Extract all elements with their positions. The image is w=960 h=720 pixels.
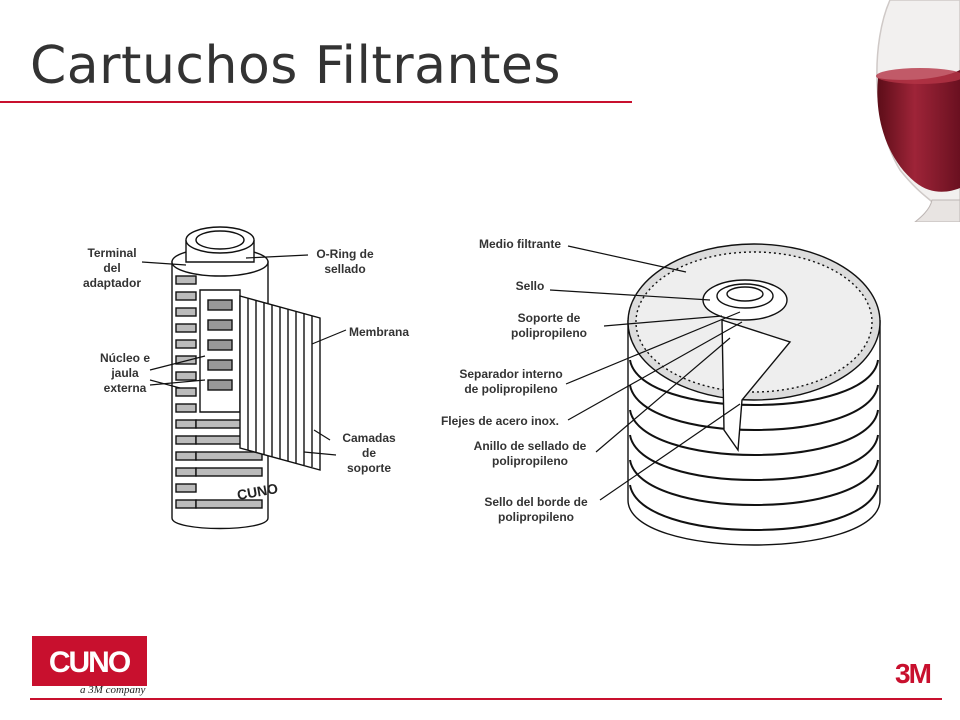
left-leader-lines bbox=[141, 254, 347, 456]
title-divider bbox=[0, 101, 632, 103]
label-nucleo-jaula: Núcleo e jaula externa bbox=[99, 351, 150, 395]
page-title: Cartuchos Filtrantes bbox=[30, 36, 561, 96]
label-flejes-acero: Flejes de acero inox. bbox=[440, 414, 560, 428]
label-soporte-polipropileno: Soporte de polipropileno bbox=[511, 311, 587, 340]
footer-divider bbox=[30, 698, 942, 700]
label-membrana: Membrana bbox=[348, 325, 410, 339]
label-anillo-sellado: Anillo de sellado de polipropileno bbox=[473, 439, 587, 468]
3m-logo: 3M bbox=[895, 658, 932, 689]
cuno-logo-text: CUNO bbox=[49, 646, 131, 679]
label-sello: Sello bbox=[515, 279, 545, 293]
label-separador-interno: Separador interno de polipropileno bbox=[459, 367, 563, 396]
lenticular-disc-illustration bbox=[627, 243, 881, 546]
pleated-cartridge-illustration bbox=[171, 226, 321, 530]
label-oring-sellado: O-Ring de sellado bbox=[316, 247, 374, 276]
right-leader-lines bbox=[549, 245, 743, 501]
label-sello-borde: Sello del borde de polipropileno bbox=[484, 495, 588, 524]
cartridge-mark: CUNO bbox=[236, 480, 279, 503]
label-terminal-adaptador: Terminal del adaptador bbox=[82, 246, 141, 290]
label-medio-filtrante: Medio filtrante bbox=[478, 237, 561, 251]
label-camadas-soporte: Camadas de soporte bbox=[342, 431, 396, 475]
wine-glass-icon bbox=[876, 0, 960, 222]
cuno-logo: CUNO bbox=[32, 636, 147, 686]
cuno-tagline: a 3M company bbox=[80, 684, 146, 696]
